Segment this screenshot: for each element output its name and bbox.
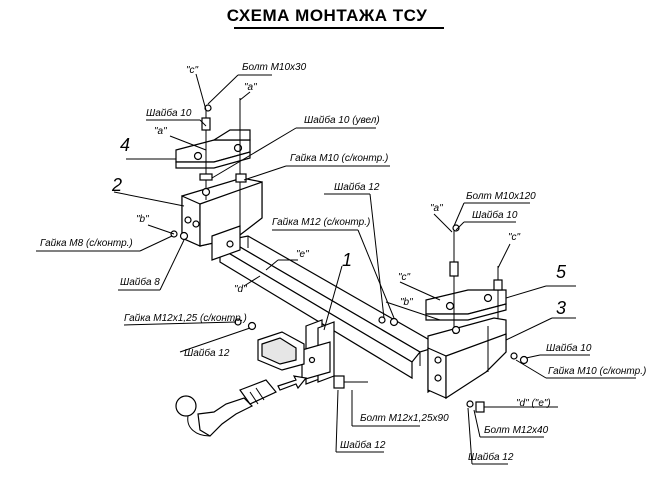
label-washer10-left: Шайба 10: [146, 108, 192, 119]
label-nut-m10-left: Гайка М10 (с/контр.): [290, 153, 389, 164]
label-washer12-left: Шайба 12: [184, 348, 230, 359]
label-bolt-m10x30: Болт М10х30: [242, 62, 307, 73]
label-washer10-right-top: Шайба 10: [472, 210, 518, 221]
socket-holder: [257, 331, 305, 371]
label-a-left2: "а": [154, 126, 167, 137]
bolt-bottom: [333, 375, 368, 389]
title-underline: [234, 27, 444, 29]
leader-lines: [36, 73, 636, 465]
part-number-1: 1: [342, 250, 353, 270]
label-nut-m12x125: Гайка М12х1,25 (с/контр.): [124, 313, 247, 324]
label-bolt-m10x120: Болт М10х120: [466, 191, 536, 202]
label-d-mid: "d": [234, 284, 247, 295]
part-number-3: 3: [556, 298, 567, 318]
label-c-right2: "с": [398, 272, 411, 283]
label-bolt-m12x125x90: Болт М12х1,25х90: [360, 413, 449, 424]
label-b-right: "b": [400, 297, 413, 308]
label-nut-m12-mid: Гайка М12 (с/контр.): [272, 217, 371, 228]
right-plate: [425, 226, 507, 334]
right-bracket: [427, 317, 507, 400]
label-b-left: "b": [136, 214, 149, 225]
label-washer10-wide: Шайба 10 (увел): [304, 115, 380, 126]
label-washer10-right: Шайба 10: [546, 343, 592, 354]
part-number-2: 2: [112, 175, 123, 195]
label-c-top-left: "с": [186, 65, 199, 76]
part-number-5: 5: [556, 262, 567, 282]
label-washer12-right: Шайба 12: [468, 452, 514, 463]
hardware-markers: [170, 104, 529, 413]
label-nut-m8: Гайка М8 (с/контр.): [40, 238, 133, 249]
label-bolt-m12x40: Болт М12х40: [484, 425, 549, 436]
label-washer12-mid: Шайба 12: [334, 182, 380, 193]
label-a-right: "а": [430, 203, 443, 214]
part-number-4: 4: [120, 135, 131, 155]
diagram-title: СХЕМА МОНТАЖА ТСУ: [226, 6, 428, 25]
label-washer12-bottom: Шайба 12: [340, 440, 386, 451]
label-washer8: Шайба 8: [120, 277, 160, 288]
tow-ball-assembly: [175, 375, 308, 437]
ball-mount-plates: [301, 319, 335, 385]
label-de-right: "d" ("е"): [516, 398, 551, 409]
label-nut-m10-right: Гайка М10 (с/контр.): [548, 366, 647, 377]
label-a-top-left: "а": [244, 82, 257, 93]
label-e-mid: "е": [296, 249, 309, 260]
label-c-right: "с": [508, 232, 521, 243]
